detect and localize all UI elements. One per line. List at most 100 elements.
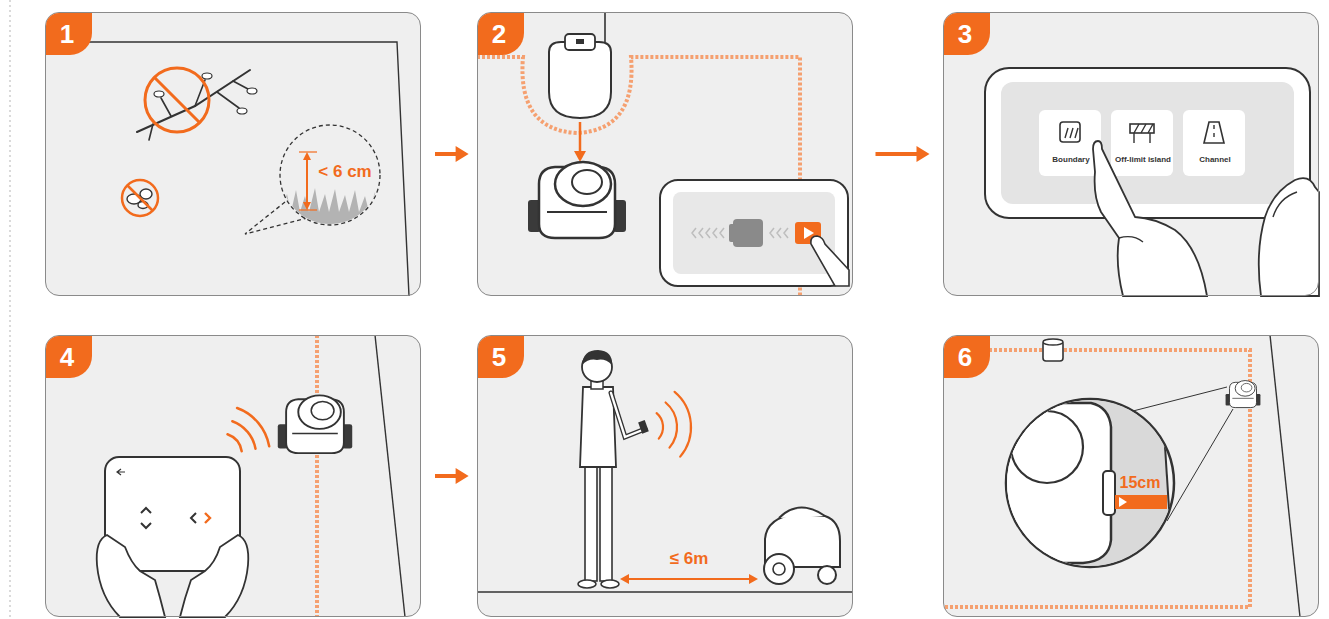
mower-side-part [779, 507, 825, 518]
edge-distance-scene-part [1043, 339, 1063, 345]
step-number: 1 [46, 13, 92, 55]
edge-distance-scene-part [1226, 381, 1261, 408]
person-part [600, 463, 612, 581]
panel-grounds-part [943, 12, 1319, 296]
distance-scene [477, 350, 853, 592]
edge-distance-scene-part [1270, 335, 1300, 617]
person-part [601, 580, 619, 588]
dimension-label: 15cm [1120, 474, 1161, 492]
phone-part [660, 180, 848, 286]
edge-distance-scene-part [998, 385, 1174, 585]
edge-distance-scene [943, 335, 1300, 617]
step-arrow [435, 146, 469, 162]
edge-distance-scene-part [1133, 387, 1227, 411]
off-limit-icon-part [1134, 124, 1153, 143]
branch-part [247, 88, 257, 94]
distance-scene-part [620, 574, 629, 584]
arrow-shaft [435, 152, 459, 156]
distance-scene-part [749, 574, 758, 584]
signal-waves [657, 392, 691, 457]
panel-grounds-part [45, 12, 421, 296]
panel-grounds-part [477, 12, 853, 296]
panel-grounds-part [45, 335, 421, 617]
step-panel: 3BoundaryOff-limit islandChannel [943, 12, 1319, 296]
menu-tile: Off-limit island [1112, 111, 1174, 177]
dimension-label: < 6 cm [318, 163, 371, 182]
docking-scene-part [579, 122, 582, 154]
boundary-icon-part [1060, 122, 1080, 142]
channel-icon-part [1213, 125, 1214, 137]
grass-magnifier-part [306, 155, 308, 207]
edge-distance-scene-part [1167, 409, 1233, 521]
app-menu-scene-part [1183, 110, 1245, 176]
phone-part [673, 192, 835, 274]
dimension-label: ≤ 6m [670, 550, 709, 569]
app-menu-scene-part [1273, 192, 1297, 217]
pointing-hand [1093, 141, 1207, 296]
step-panel: 5≤ 6m [477, 335, 853, 617]
signal-waves [228, 408, 270, 451]
app-menu-scene-part [1001, 82, 1294, 204]
grass-magnifier-part [303, 152, 311, 160]
docking-scene [477, 12, 849, 296]
tile-label: Off-limit island [1115, 156, 1171, 165]
person-part [611, 393, 645, 437]
step-panel: 1 < 6 cm [45, 12, 421, 296]
panel-grounds-part [477, 335, 853, 617]
step-panel: 2 [477, 12, 853, 296]
app-menu-scene-part [1119, 237, 1143, 242]
phone [660, 180, 849, 286]
tablet-part [191, 513, 196, 523]
left-hand [97, 535, 165, 617]
stones-part [140, 189, 152, 199]
manual-drive-scene-part [278, 395, 352, 453]
app-menu-scene-part [1111, 110, 1173, 176]
person-part [582, 350, 612, 365]
edge-distance-scene-part-part [1011, 411, 1083, 483]
arrow-head [456, 468, 469, 484]
branch-part [237, 108, 247, 114]
branch-part [154, 91, 164, 97]
phone-part [733, 219, 763, 247]
boundary-icon [1060, 122, 1080, 142]
step-number: 4 [46, 336, 92, 378]
mower-side [764, 507, 840, 584]
tablet-part [117, 469, 125, 475]
person [578, 350, 649, 588]
phone-part [770, 228, 788, 238]
step-panel: 4 [45, 335, 421, 617]
prohibition-slash [127, 185, 153, 211]
arrow-head [917, 146, 930, 162]
person-part [611, 393, 645, 437]
tile-label: Boundary [1052, 156, 1089, 165]
grass-magnifier [245, 125, 380, 234]
panel-grounds [45, 12, 1319, 617]
lawn-clearing-scene-part [45, 42, 409, 296]
mower-side-part [773, 563, 785, 575]
right-hand [180, 535, 248, 617]
edge-distance-scene-part-part [1115, 495, 1167, 509]
distance-arrow [627, 578, 751, 580]
arrow-head [456, 146, 469, 162]
grass-magnifier-part [303, 202, 311, 210]
app-menu-scene-part [1039, 110, 1101, 176]
channel-icon-part [1204, 122, 1224, 143]
arrow-shaft [435, 474, 459, 478]
edge-distance-scene-part-part [998, 403, 1111, 563]
arrow-shaft [876, 152, 920, 156]
docking-scene-part [604, 12, 606, 42]
phone-part [811, 236, 849, 286]
docking-scene-part [574, 151, 586, 162]
prohibition-sign [145, 68, 209, 132]
tablet-part [141, 508, 151, 528]
app-menu-scene [985, 68, 1319, 296]
holding-hand [1259, 178, 1319, 296]
person-part [585, 463, 597, 581]
edge-distance-scene-part-part [1103, 471, 1115, 515]
branch-part [202, 73, 212, 79]
tile-label: Channel [1199, 156, 1231, 165]
manual-drive-scene-part [375, 335, 405, 617]
distance-scene-part [477, 591, 853, 593]
step-arrow [876, 146, 930, 162]
